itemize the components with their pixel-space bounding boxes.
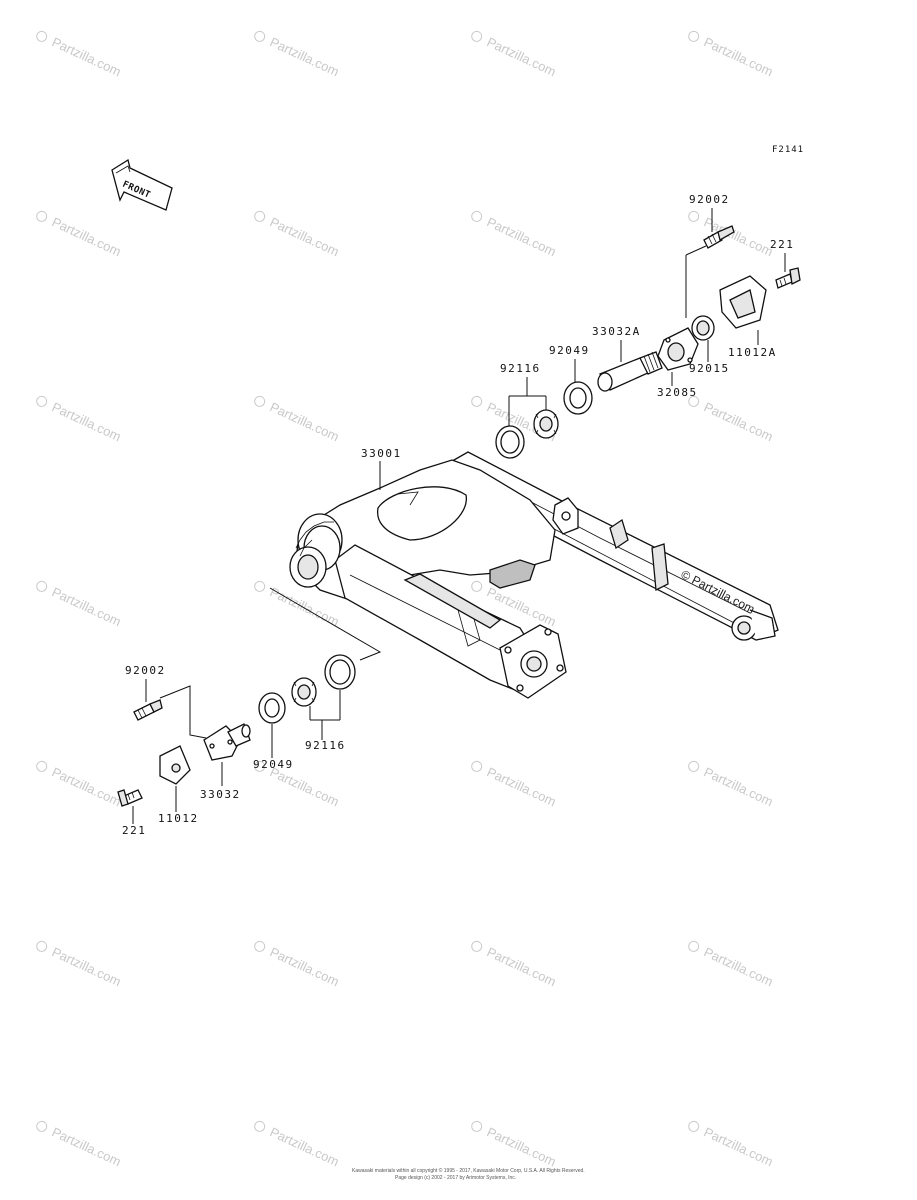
cap-icon-bottom bbox=[159, 745, 191, 785]
footer-copyright: Kawasaki materials within all copyright … bbox=[352, 1167, 585, 1174]
svg-text:Partzilla.com: Partzilla.com bbox=[268, 34, 342, 79]
part-label-92002-bottom[interactable]: 92002 bbox=[125, 664, 166, 677]
svg-text:Partzilla.com: Partzilla.com bbox=[485, 764, 559, 809]
footer-design: Page design (c) 2002 - 2017 by Arimotor … bbox=[395, 1175, 516, 1181]
part-label-33032A[interactable]: 33032A bbox=[592, 325, 641, 338]
svg-text:Partzilla.com: Partzilla.com bbox=[702, 764, 776, 809]
svg-text:Partzilla.com: Partzilla.com bbox=[268, 399, 342, 444]
svg-text:Partzilla.com: Partzilla.com bbox=[702, 1124, 776, 1169]
bearing-icon-bottom bbox=[291, 654, 356, 707]
svg-text:Partzilla.com: Partzilla.com bbox=[50, 399, 124, 444]
part-label-92002-top[interactable]: 92002 bbox=[689, 193, 730, 206]
svg-text:Partzilla.com: Partzilla.com bbox=[50, 34, 124, 79]
part-label-11012A[interactable]: 11012A bbox=[728, 346, 777, 359]
svg-text:Partzilla.com: Partzilla.com bbox=[485, 214, 559, 259]
svg-text:Partzilla.com: Partzilla.com bbox=[50, 1124, 124, 1169]
svg-text:Partzilla.com: Partzilla.com bbox=[485, 1124, 559, 1169]
cap-icon-top bbox=[719, 275, 767, 329]
swing-arm-illustration bbox=[289, 451, 779, 699]
part-label-33032[interactable]: 33032 bbox=[200, 788, 241, 801]
bearing-icon-top bbox=[495, 409, 559, 459]
part-label-32085[interactable]: 32085 bbox=[657, 386, 698, 399]
svg-text:Partzilla.com: Partzilla.com bbox=[268, 944, 342, 989]
screw-icon-top bbox=[775, 267, 801, 289]
part-label-221-top[interactable]: 221 bbox=[770, 238, 794, 251]
pivot-shaft-icon-bottom bbox=[203, 723, 251, 761]
part-label-33001[interactable]: 33001 bbox=[361, 447, 402, 460]
part-label-221-bottom[interactable]: 221 bbox=[122, 824, 146, 837]
svg-text:Partzilla.com: Partzilla.com bbox=[702, 34, 776, 79]
svg-text:Partzilla.com: Partzilla.com bbox=[50, 584, 124, 629]
svg-text:Partzilla.com: Partzilla.com bbox=[485, 944, 559, 989]
part-label-92116-bottom[interactable]: 92116 bbox=[305, 739, 346, 752]
part-label-92049-top[interactable]: 92049 bbox=[549, 344, 590, 357]
pivot-shaft-icon-top bbox=[597, 351, 663, 392]
svg-text:Partzilla.com: Partzilla.com bbox=[50, 944, 124, 989]
nut-icon bbox=[691, 315, 715, 341]
svg-text:Partzilla.com: Partzilla.com bbox=[485, 34, 559, 79]
part-label-92015[interactable]: 92015 bbox=[689, 362, 730, 375]
svg-text:Partzilla.com: Partzilla.com bbox=[268, 1124, 342, 1169]
part-label-11012[interactable]: 11012 bbox=[158, 812, 199, 825]
oil-seal-icon-bottom bbox=[258, 692, 286, 724]
bolt-icon-top bbox=[703, 225, 735, 249]
front-arrow: FRONT bbox=[111, 158, 173, 211]
part-label-92049-bottom[interactable]: 92049 bbox=[253, 758, 294, 771]
bolt-icon-bottom bbox=[133, 699, 163, 721]
svg-text:Partzilla.com: Partzilla.com bbox=[50, 764, 124, 809]
oil-seal-icon-top bbox=[563, 381, 593, 415]
svg-text:Partzilla.com: Partzilla.com bbox=[50, 214, 124, 259]
part-label-92116-top[interactable]: 92116 bbox=[500, 362, 541, 375]
screw-icon-bottom bbox=[117, 789, 143, 807]
svg-text:Partzilla.com: Partzilla.com bbox=[702, 944, 776, 989]
svg-text:Partzilla.com: Partzilla.com bbox=[268, 214, 342, 259]
figure-code: F2141 bbox=[772, 145, 804, 155]
svg-text:Partzilla.com: Partzilla.com bbox=[702, 399, 776, 444]
